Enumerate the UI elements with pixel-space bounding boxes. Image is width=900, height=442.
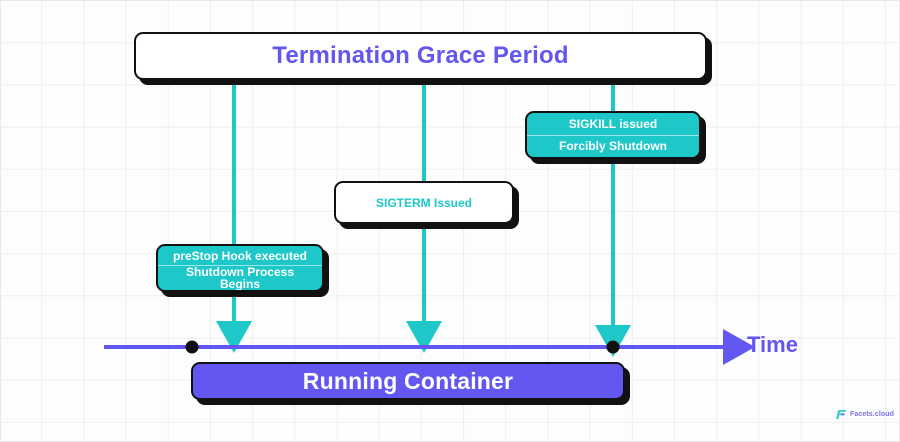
time-axis-label: Time (747, 332, 798, 357)
event-sigkill-line-1: SIGKILL issued (568, 116, 658, 131)
running-container-label: Running Container (302, 367, 514, 394)
timeline-marker-start (185, 340, 199, 354)
event-box-prestop: preStop Hook executed Shutdown Process B… (156, 244, 324, 292)
event-prestop-line-1: preStop Hook executed (172, 248, 308, 263)
event-sigterm-label: SIGTERM Issued (375, 195, 473, 210)
watermark-text: Facets.cloud (850, 411, 894, 418)
termination-grace-period-label: Termination Grace Period (272, 42, 569, 69)
timeline-marker-end (606, 340, 620, 354)
running-container-box: Running Container (191, 362, 625, 400)
event-prestop-line-2: Shutdown Process Begins (158, 265, 322, 290)
termination-grace-period-box: Termination Grace Period (134, 32, 707, 80)
event-box-sigterm: SIGTERM Issued (334, 181, 514, 224)
event-sigkill-line-2: Forcibly Shutdown (527, 134, 699, 158)
watermark: Facets.cloud (835, 409, 894, 420)
facets-logo-icon (836, 410, 846, 419)
event-box-sigkill: SIGKILL issued Forcibly Shutdown (525, 111, 701, 159)
